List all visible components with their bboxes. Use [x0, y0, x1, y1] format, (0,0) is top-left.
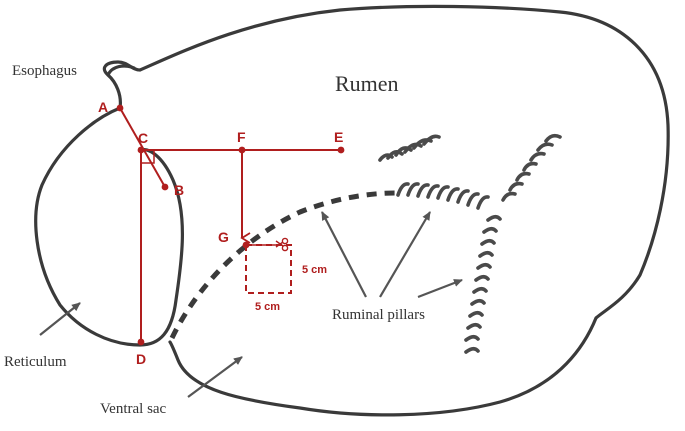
reticulum-outline: [34, 106, 184, 347]
label-point-b: B: [174, 182, 184, 198]
sample-square: [245, 244, 292, 294]
point-b: [161, 183, 169, 191]
scissors-icon: [275, 237, 289, 252]
esophagus-opening: [106, 64, 136, 77]
measurement-lines: [119, 107, 341, 342]
label-reticulum: Reticulum: [4, 354, 67, 370]
measurement-points: [116, 104, 345, 346]
point-d: [137, 338, 145, 346]
point-f: [238, 146, 246, 154]
annotation-arrows: [39, 211, 463, 398]
label-point-c: C: [138, 130, 148, 146]
point-e: [337, 146, 345, 154]
label-point-d: D: [136, 351, 146, 367]
right-angle-marker: [140, 149, 155, 164]
ventral-boundary-dashed: [169, 190, 396, 340]
label-height-dimension: 5 cm: [302, 264, 327, 276]
point-g: [242, 241, 250, 249]
point-a: [116, 104, 124, 112]
ruminal-pillars: [378, 133, 562, 354]
label-point-e: E: [334, 129, 343, 145]
label-esophagus: Esophagus: [12, 63, 77, 79]
label-rumen: Rumen: [335, 71, 399, 96]
rumen-outline: [102, 4, 670, 417]
point-c: [137, 146, 145, 154]
label-point-f: F: [237, 129, 246, 145]
label-ventral-sac: Ventral sac: [100, 401, 167, 417]
label-point-a: A: [98, 99, 108, 115]
label-width-dimension: 5 cm: [255, 301, 280, 313]
label-point-g: G: [218, 229, 229, 245]
label-ruminal-pillars: Ruminal pillars: [332, 307, 425, 323]
